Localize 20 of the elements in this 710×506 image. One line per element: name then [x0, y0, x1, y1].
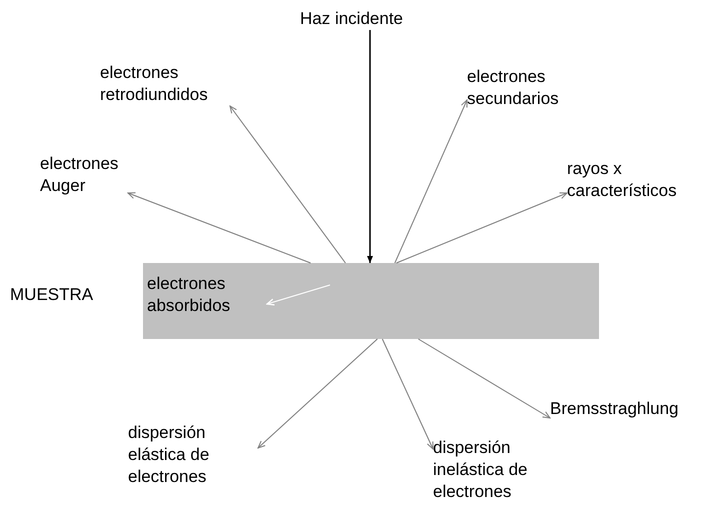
text-label: Haz incidente [300, 8, 440, 30]
text-label: rayos x característicos [567, 158, 707, 202]
text-label: electrones Auger [40, 153, 150, 197]
arrow [382, 338, 434, 450]
text-label: Bremsstraghlung [550, 398, 710, 420]
arrow [258, 338, 378, 448]
sample-block [143, 263, 599, 339]
text-label: electrones retrodiundidos [100, 62, 250, 106]
sample-label: MUESTRA [10, 284, 94, 306]
arrow [418, 338, 550, 418]
text-label: electrones absorbidos [147, 273, 267, 317]
text-label: electrones secundarios [467, 66, 597, 110]
arrow [367, 30, 373, 263]
arrow [394, 100, 468, 264]
arrow [266, 284, 330, 306]
arrow [128, 192, 312, 264]
arrow [230, 106, 346, 264]
text-label: dispersión inelástica de electrones [433, 437, 558, 503]
arrow [396, 192, 568, 264]
text-label: dispersión elástica de electrones [128, 422, 258, 488]
